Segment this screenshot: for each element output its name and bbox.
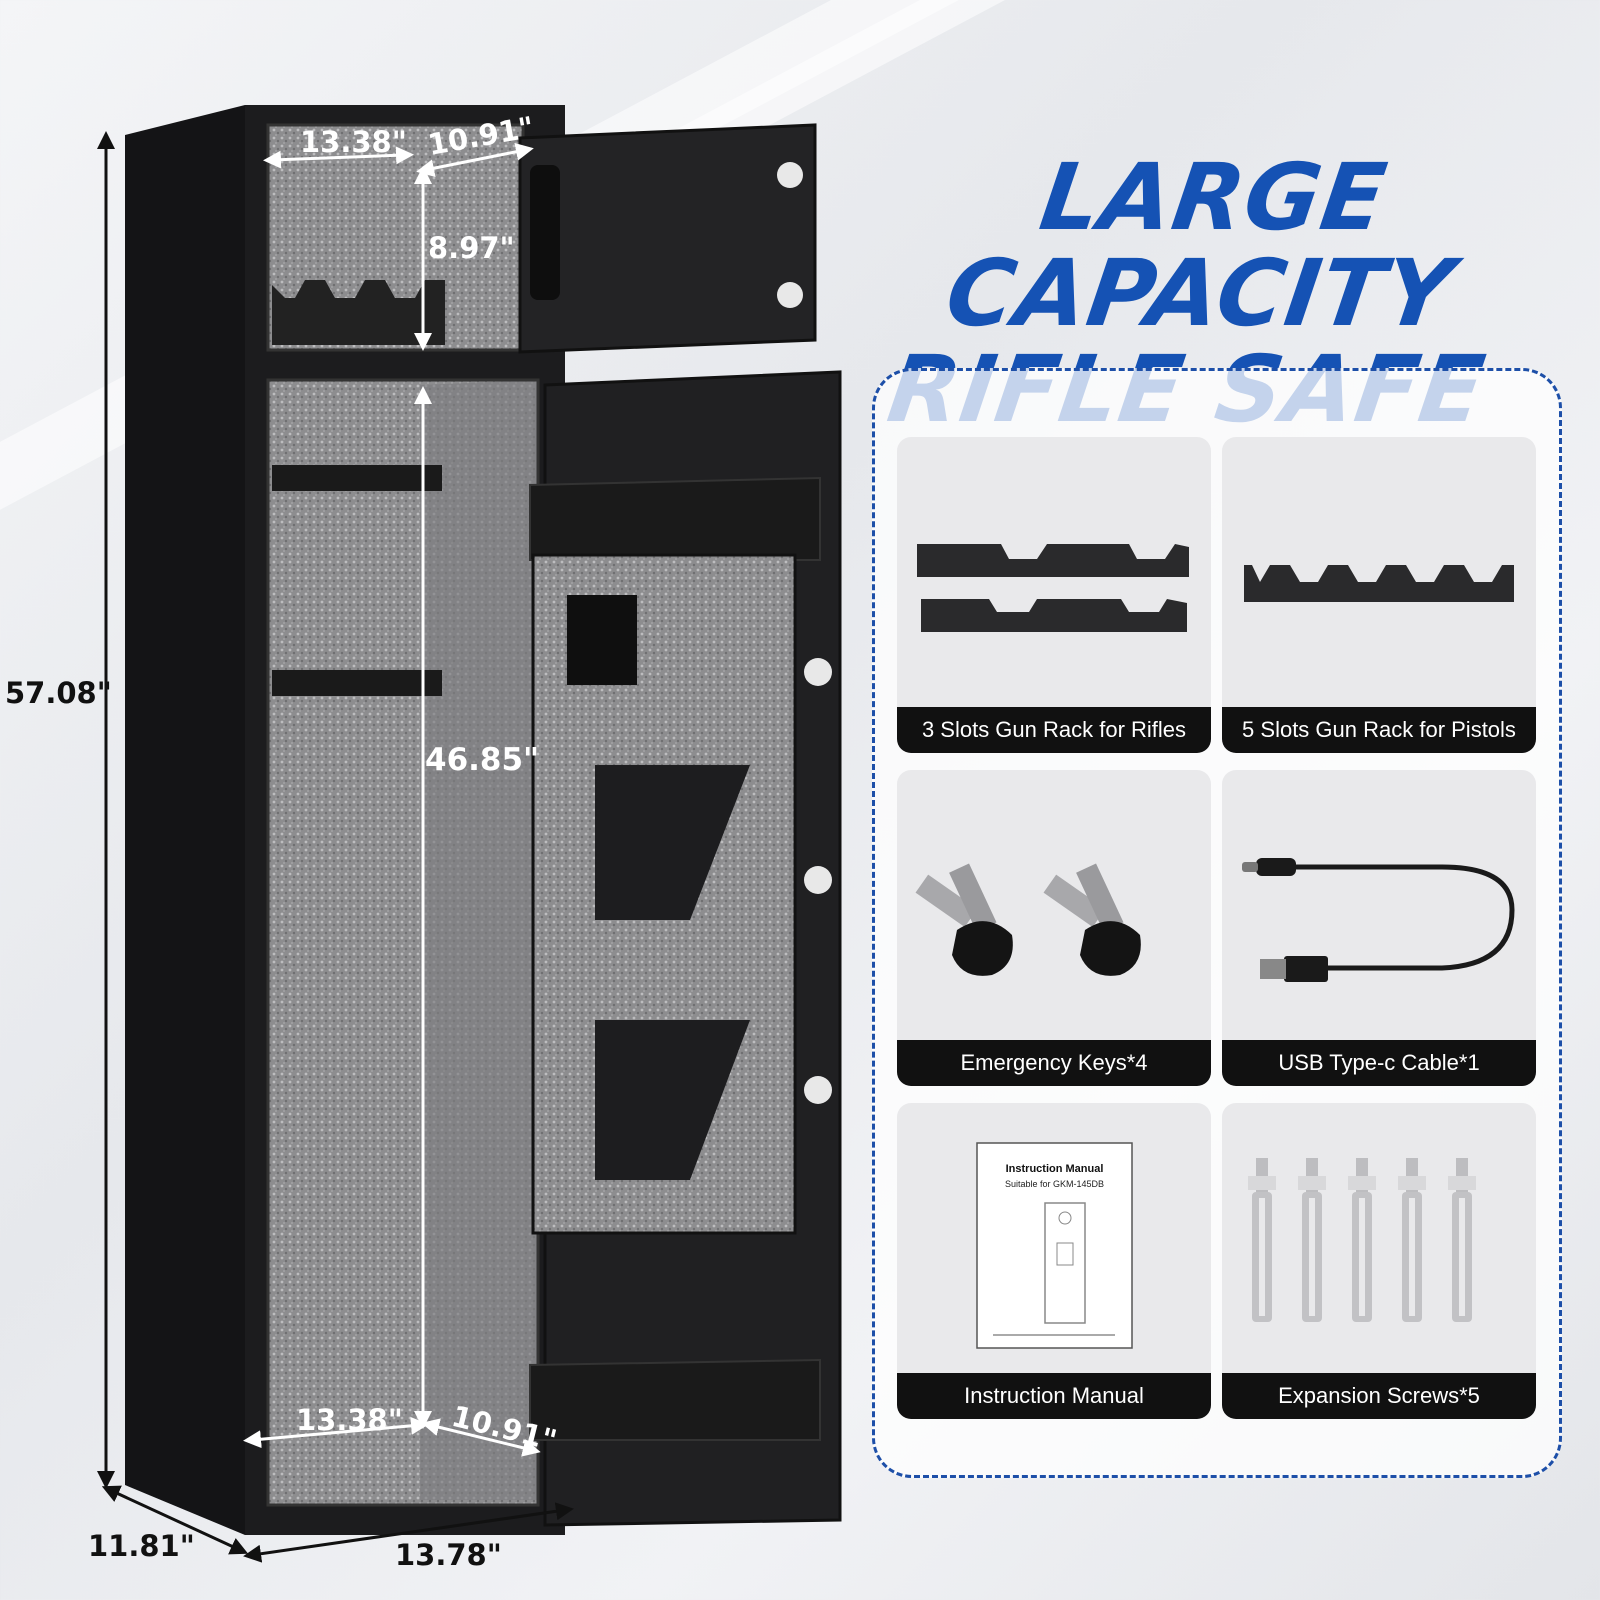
pistol-holster-lower	[595, 1020, 750, 1180]
accessory-label: 3 Slots Gun Rack for Rifles	[897, 707, 1211, 753]
bolt	[804, 866, 832, 894]
bolt	[804, 658, 832, 686]
accessory-card-pistol-rack: 5 Slots Gun Rack for Pistols	[1222, 437, 1536, 753]
dim-overall-height: 57.08"	[5, 676, 112, 710]
accessory-label: Instruction Manual	[897, 1373, 1211, 1419]
accessory-card-keys: Emergency Keys*4	[897, 770, 1211, 1086]
rifle-rack-lower	[272, 670, 442, 696]
accessory-card-manual: Instruction Manual Suitable for GKM-145D…	[897, 1103, 1211, 1419]
rifle-safe-illustration: 13.38" 10.91" 8.97" 46.85" 13.38" 10.91"…	[5, 105, 842, 1572]
manual-icon	[976, 1142, 1133, 1349]
top-foam-rack	[272, 280, 445, 345]
rifle-rack-icon	[917, 544, 1189, 632]
dim-top-width: 13.38"	[300, 125, 407, 159]
accessory-label: Expansion Screws*5	[1222, 1373, 1536, 1419]
accessory-label: 5 Slots Gun Rack for Pistols	[1222, 707, 1536, 753]
accessory-card-usb-cable: USB Type-c Cable*1	[1222, 770, 1536, 1086]
dim-base-width: 13.78"	[395, 1538, 502, 1572]
dim-base-depth: 11.81"	[88, 1529, 195, 1563]
accessory-label: USB Type-c Cable*1	[1222, 1040, 1536, 1086]
dim-bottom-width: 13.38"	[296, 1403, 403, 1437]
top-compartment-door	[518, 123, 817, 354]
bolt	[777, 282, 803, 308]
pistol-rack-icon	[1244, 565, 1514, 602]
dim-inner-height: 46.85"	[425, 742, 539, 778]
bolt	[804, 1076, 832, 1104]
safe-side-panel	[125, 105, 245, 1535]
rifle-rack-upper	[272, 465, 442, 491]
screws-icon	[1248, 1158, 1476, 1322]
bolt	[777, 162, 803, 188]
dim-top-height: 8.97"	[428, 231, 515, 265]
accessory-card-rifle-rack: 3 Slots Gun Rack for Rifles	[897, 437, 1211, 753]
manual-subtitle: Suitable for GKM-145DB	[1004, 1179, 1105, 1189]
accessory-label: Emergency Keys*4	[897, 1040, 1211, 1086]
accessory-card-screws: Expansion Screws*5	[1222, 1103, 1536, 1419]
keypad-module	[567, 595, 637, 685]
manual-title: Instruction Manual	[1005, 1163, 1104, 1175]
title-line-1: LARGE CAPACITY	[939, 144, 1461, 347]
usb-cable-icon	[1242, 858, 1515, 982]
top-door-handle	[530, 165, 560, 300]
keys-icon	[915, 863, 1141, 976]
pistol-holster-upper	[595, 765, 750, 920]
